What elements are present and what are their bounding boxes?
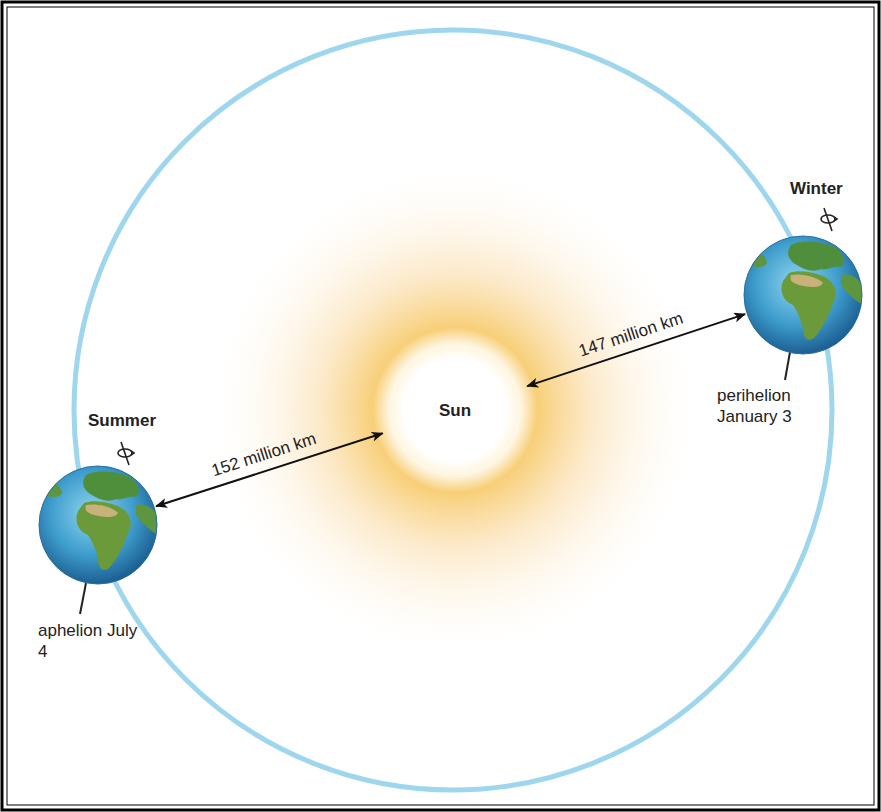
orbit-point-label: perihelion January 3 — [717, 385, 829, 427]
orbit-point-label: aphelion July 4 — [38, 620, 138, 662]
axis-symbol — [821, 208, 837, 231]
leader-line — [785, 352, 790, 380]
earth-globe — [38, 465, 158, 585]
season-heading: Summer — [88, 410, 156, 431]
sun-circle: Sun — [390, 345, 520, 475]
sun-glow — [205, 160, 705, 660]
orbit — [74, 30, 832, 790]
sun-label: Sun — [439, 400, 471, 421]
season-heading: Winter — [790, 178, 843, 199]
axis-symbol — [118, 442, 134, 465]
earth-summer: Summeraphelion July 4 — [38, 465, 158, 585]
frame-inner — [7, 7, 874, 805]
earth-winter: Winterperihelion January 3 — [743, 235, 863, 355]
leader-line — [80, 583, 86, 614]
earth-globe — [743, 235, 863, 355]
